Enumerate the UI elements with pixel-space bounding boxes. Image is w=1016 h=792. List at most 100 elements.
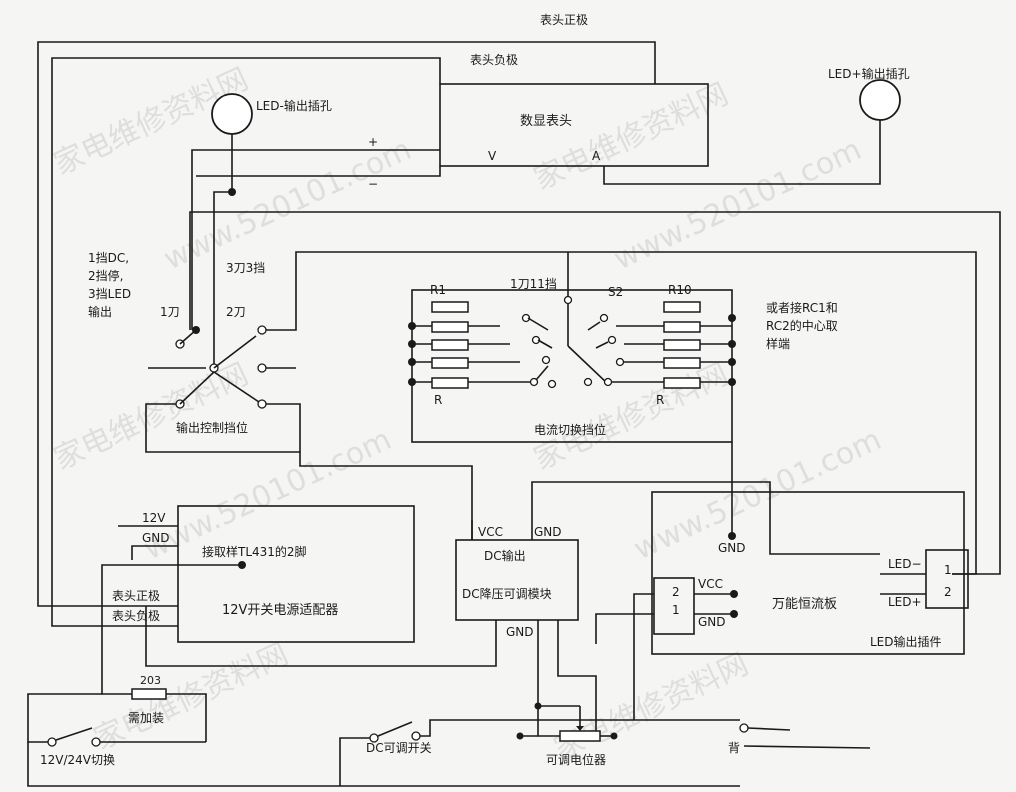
switch-1224-blade bbox=[55, 727, 93, 741]
dc-module-label: DC降压可调模块 bbox=[462, 587, 552, 601]
led-minus-label: LED− bbox=[888, 557, 922, 571]
pole-2-label: 2刀 bbox=[226, 305, 246, 319]
dc-switch-contact-a bbox=[369, 733, 379, 743]
cc-pin-1: 1 bbox=[672, 603, 680, 617]
meter-v-terminal: V bbox=[488, 149, 497, 163]
potentiometer bbox=[559, 730, 601, 742]
pot-right-dot bbox=[610, 732, 618, 740]
switch-contact bbox=[257, 325, 267, 335]
one-pole-11-label: 1刀11挡 bbox=[510, 277, 557, 291]
r203-label: 203 bbox=[140, 674, 161, 687]
current-switch-label: 电流切换挡位 bbox=[534, 422, 606, 437]
adapter-label: 12V开关电源适配器 bbox=[222, 603, 338, 618]
r1-label: R1 bbox=[430, 283, 446, 297]
watermark-cn-4: 家电维修资料网 bbox=[529, 357, 734, 477]
meter-negative-wire bbox=[51, 57, 441, 627]
dc-to-pot-wire-2 bbox=[557, 620, 597, 736]
cc-board-label: 万能恒流板 bbox=[772, 597, 837, 612]
led-minus-jack-icon bbox=[211, 93, 253, 135]
tl431-label: 接取样TL431的2脚 bbox=[202, 544, 307, 559]
resistor-203 bbox=[131, 688, 167, 700]
led-minus-jack-label: LED-输出插孔 bbox=[256, 98, 332, 113]
gear-note-1: 1挡DC, bbox=[88, 251, 129, 265]
resistor bbox=[663, 339, 701, 351]
switch-1224-contact-b bbox=[91, 737, 101, 747]
switch-contact bbox=[257, 363, 267, 373]
dc-module-box bbox=[455, 539, 579, 621]
adapter-gnd-label: GND bbox=[142, 531, 170, 545]
gear-note-4: 输出 bbox=[88, 304, 112, 319]
cc-input-wire bbox=[633, 593, 654, 720]
dc-bottom-left-wire bbox=[145, 606, 497, 667]
watermarks: 家电维修资料网 www.520101.com 家电维修资料网 www.52010… bbox=[49, 62, 887, 767]
resistor bbox=[431, 357, 469, 369]
led-plus-jack-label: LED+输出插孔 bbox=[828, 66, 910, 81]
led-minus-to-switch-wire bbox=[213, 191, 232, 364]
cc-input-connector bbox=[653, 577, 695, 635]
current-switch-bank bbox=[408, 252, 736, 540]
backlight-label: 背 bbox=[728, 741, 740, 755]
meter-positive-label: 表头正极 bbox=[540, 13, 588, 27]
meter-negative-label: 表头负极 bbox=[470, 53, 518, 67]
resistor-r1 bbox=[431, 301, 469, 313]
potentiometer-wiper-icon bbox=[576, 726, 584, 731]
r203-left-wire bbox=[27, 693, 102, 743]
meter-lead-wires bbox=[37, 41, 656, 627]
switch-1224-contact-a bbox=[47, 737, 57, 747]
adapter-meter-pos-label: 表头正极 bbox=[112, 589, 160, 603]
cc-board-box bbox=[651, 491, 965, 655]
resistor-r bbox=[431, 377, 469, 389]
watermark-url-4: www.520101.com bbox=[629, 422, 887, 567]
r-right-label: R bbox=[656, 393, 664, 407]
digital-meter-box bbox=[439, 83, 709, 167]
cc-input-wire-2 bbox=[595, 613, 654, 644]
led-plus-jack-icon bbox=[859, 79, 901, 121]
led-conn-pin-1: 1 bbox=[944, 563, 952, 577]
cc-pin-2: 2 bbox=[672, 585, 680, 599]
resistor-r-right bbox=[663, 377, 701, 389]
cc-vcc-dot bbox=[730, 590, 738, 598]
cc-gnd2-label: GND bbox=[698, 615, 726, 629]
dc-gnd-bottom-label: GND bbox=[506, 625, 534, 639]
cc-gnd-label: GND bbox=[718, 541, 746, 555]
led-connector-label: LED输出插件 bbox=[870, 634, 942, 649]
gnd-terminal-dot bbox=[728, 532, 736, 540]
rc-note-1: 或者接RC1和 bbox=[766, 300, 838, 315]
adapter-gnd-wire bbox=[131, 545, 178, 560]
led-conn-pin-2: 2 bbox=[944, 585, 952, 599]
resistor bbox=[431, 339, 469, 351]
s2-label: S2 bbox=[608, 285, 623, 299]
minus-sign: − bbox=[368, 177, 378, 191]
meter-a-terminal: A bbox=[592, 149, 601, 163]
meter-v-wire bbox=[191, 149, 440, 330]
bottom-gnd-wire bbox=[27, 742, 700, 787]
r203-right-wire bbox=[166, 693, 207, 742]
pot-junction bbox=[534, 702, 542, 710]
tl431-wire bbox=[101, 564, 242, 695]
dc-switch-label: DC可调开关 bbox=[366, 741, 432, 755]
adapter-12v-label: 12V bbox=[142, 511, 166, 525]
watermark-cn-5: 家电维修资料网 bbox=[89, 637, 294, 757]
pole-1-label: 1刀 bbox=[160, 305, 180, 319]
watermark-url-1: www.520101.com bbox=[159, 132, 417, 277]
meter-a-wire bbox=[603, 120, 881, 185]
pot-label: 可调电位器 bbox=[546, 752, 606, 767]
dc-switch-contact-b bbox=[411, 731, 421, 741]
output-control-label: 输出控制挡位 bbox=[176, 420, 248, 435]
resistor bbox=[663, 357, 701, 369]
adapter-box bbox=[177, 505, 415, 643]
r10-label: R10 bbox=[668, 283, 692, 297]
meter-positive-wire bbox=[37, 41, 656, 607]
dc-vcc-label: VCC bbox=[478, 525, 503, 539]
dc-gnd-wire bbox=[531, 481, 880, 555]
gear-note-2: 2挡停, bbox=[88, 268, 123, 283]
three-pole-label: 3刀3挡 bbox=[226, 261, 265, 275]
switch-contact bbox=[257, 399, 267, 409]
need-add-label: 需加装 bbox=[128, 711, 164, 725]
led-plus-label: LED+ bbox=[888, 595, 922, 609]
adapter-meter-neg-label: 表头负极 bbox=[112, 609, 160, 623]
rc-note-3: 样端 bbox=[766, 336, 790, 351]
rc-note-2: RC2的中心取 bbox=[766, 318, 838, 333]
dc-out-label: DC输出 bbox=[484, 548, 526, 563]
